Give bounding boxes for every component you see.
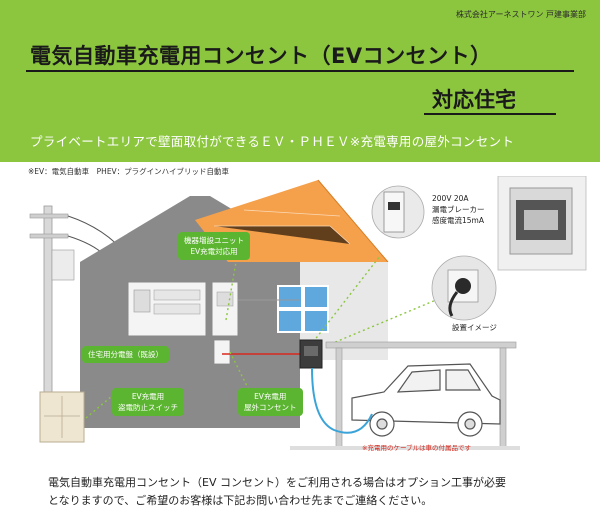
- distribution-panel-label: 住宅用分電盤（既設）: [82, 346, 169, 363]
- cable-note: ※充電用のケーブルは車の付属品です: [362, 444, 472, 452]
- option-notice: 電気自動車充電用コンセント（EV コンセント）をご利用される場合はオプション工事…: [48, 476, 506, 507]
- subtitle-underline: [424, 113, 556, 115]
- page-subtitle: 対応住宅: [432, 88, 516, 112]
- title-underline: [26, 70, 574, 72]
- callout-lines: [85, 255, 437, 419]
- setup-image-label: 設置イメージ: [452, 323, 497, 332]
- page-title: 電気自動車充電用コンセント（EVコンセント）: [30, 44, 492, 68]
- carport: [290, 341, 520, 450]
- ev-outlet-illustration: [29, 176, 587, 450]
- wall-switch: [39, 391, 85, 443]
- breaker-photo: [371, 185, 425, 239]
- header-banner: 株式会社アーネストワン 戸建事業部 電気自動車充電用コンセント（EVコンセント）…: [0, 0, 600, 162]
- car: [351, 363, 501, 437]
- outdoor-outlet-label: EV充電用屋外コンセント: [238, 388, 303, 416]
- breaker-spec: 200V 20A 漏電ブレーカー 感度電流15mA: [432, 194, 485, 225]
- ev-outlet: [299, 339, 323, 369]
- tagline: プライベートエリアで壁面取付ができるＥＶ・ＰＨＥＶ※充電専用の屋外コンセント: [30, 134, 515, 149]
- theft-prevention-switch-label: EV充電用盗電防止スイッチ: [112, 388, 184, 416]
- outlet-photo: [431, 255, 497, 321]
- charging-cable: [311, 367, 373, 434]
- outdoor-box-photo: [497, 176, 587, 271]
- company-name: 株式会社アーネストワン 戸建事業部: [455, 10, 586, 19]
- distribution-panel: [127, 281, 239, 365]
- abbreviation-footnote: ※EV：電気自動車 PHEV：プラグインハイブリッド自動車: [28, 167, 230, 176]
